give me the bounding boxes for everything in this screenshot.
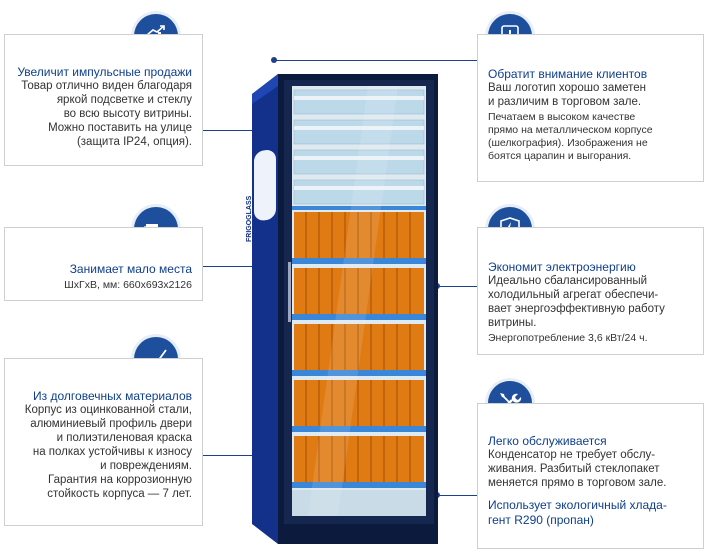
fridge-brand-logo: FRIGOGLASS xyxy=(246,195,253,242)
connector-attention-h xyxy=(274,60,477,61)
feature-energy-box: Экономит электроэнергию Идеально сбаланс… xyxy=(477,227,704,355)
feature-materials-title: Из долговечных материалов xyxy=(33,389,192,403)
feature-sales-box: Увеличит импульсные продажи Товар отличн… xyxy=(4,34,203,166)
refrigerator-illustration xyxy=(252,74,438,544)
connector-space-h xyxy=(203,266,265,267)
feature-materials-text: Корпус из оцинкованной стали, алюминиевы… xyxy=(24,404,192,500)
feature-eco-refrigerant: Использует экологичный хлада- гент R290 … xyxy=(488,498,667,527)
feature-energy-consumption: Энергопотребление 3,6 кВт/24 ч. xyxy=(488,332,648,344)
feature-energy-title: Экономит электроэнергию xyxy=(488,260,636,274)
feature-service-box: Легко обслуживается Конденсатор не требу… xyxy=(477,403,704,549)
feature-attention-note: Печатаем в высоком качестве прямо на мет… xyxy=(488,111,653,162)
feature-attention-text: Ваш логотип хорошо заметен и различим в … xyxy=(488,82,647,108)
feature-space-box: Занимает мало места ШхГхВ, мм: 660х693х2… xyxy=(4,227,203,301)
feature-service-title: Легко обслуживается xyxy=(488,434,607,448)
feature-space-title: Занимает мало места xyxy=(69,262,192,276)
feature-attention-box: Обратит внимание клиентов Ваш логотип хо… xyxy=(477,34,704,182)
connector-service-h xyxy=(437,495,477,496)
connector-energy-h xyxy=(437,286,477,287)
feature-attention-title: Обратит внимание клиентов xyxy=(488,67,648,81)
connector-materials-h xyxy=(203,455,274,456)
refrigerator-showcase: FRIGOGLASS xyxy=(246,72,438,544)
feature-sales-text: Товар отлично виден благодаря яркой подс… xyxy=(21,80,192,148)
feature-service-text: Конденсатор не требует обслу- живания. Р… xyxy=(488,449,667,489)
feature-sales-title: Увеличит импульсные продажи xyxy=(17,65,192,79)
connector-attention-dot xyxy=(271,57,277,63)
feature-energy-text: Идеально сбалансированный холодильный аг… xyxy=(488,275,665,329)
feature-materials-box: Из долговечных материалов Корпус из оцин… xyxy=(4,358,203,526)
feature-space-dimensions: ШхГхВ, мм: 660х693х2126 xyxy=(64,279,192,291)
